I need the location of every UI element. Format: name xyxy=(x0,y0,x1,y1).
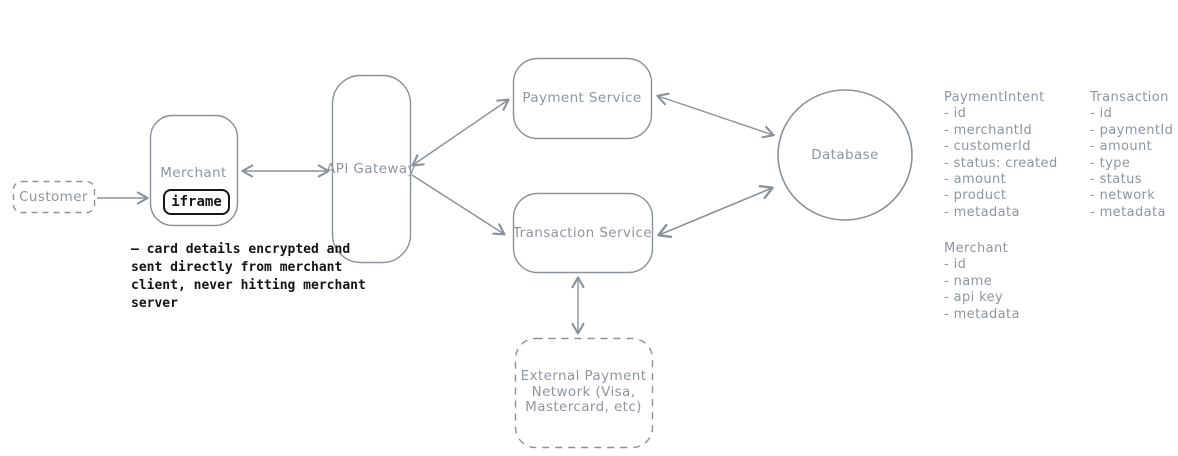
schema-title: Transaction xyxy=(1090,90,1169,105)
schema-item: - status: created xyxy=(944,155,1058,171)
schema-item: - merchantId xyxy=(944,122,1033,138)
schema-merchant[interactable]: Merchant - id - name - api key - metadat… xyxy=(944,241,1020,323)
iframe-label: iframe xyxy=(171,194,222,210)
schema-item: - amount xyxy=(944,172,1007,188)
schema-item: - name xyxy=(944,273,993,289)
schema-item: - status xyxy=(1090,172,1142,188)
arrow-transaction-service-database[interactable] xyxy=(657,185,774,238)
arrow-api-gateway-payment-service[interactable] xyxy=(411,98,510,167)
schema-paymentintent[interactable]: PaymentIntent - id - merchantId - custom… xyxy=(944,90,1058,221)
schema-item: - id xyxy=(1090,106,1113,122)
schema-item: - id xyxy=(944,257,967,273)
external-payment-network-node[interactable] xyxy=(514,337,654,449)
card-details-note[interactable]: – card details encrypted and sent direct… xyxy=(131,242,366,311)
schema-title: PaymentIntent xyxy=(944,90,1045,105)
schema-transaction[interactable]: Transaction - id - paymentId - amount - … xyxy=(1090,90,1173,221)
transaction-service-node[interactable] xyxy=(512,192,654,274)
schema-item: - id xyxy=(944,106,967,122)
arrow-api-gateway-transaction-service[interactable] xyxy=(411,174,506,236)
schema-item: - product xyxy=(944,188,1007,204)
schema-item: - customerId xyxy=(944,139,1031,155)
customer-node[interactable] xyxy=(12,180,96,214)
schema-item: - api key xyxy=(944,290,1004,306)
arrow-payment-service-database[interactable] xyxy=(656,92,775,139)
schema-title: Merchant xyxy=(944,241,1009,256)
schema-item: - metadata xyxy=(944,204,1020,220)
schema-item: - paymentId xyxy=(1090,122,1174,138)
schema-item: - metadata xyxy=(944,306,1020,322)
database-node[interactable] xyxy=(777,89,913,221)
merchant-node[interactable] xyxy=(149,114,239,227)
payment-service-node[interactable] xyxy=(512,57,653,140)
schema-item: - metadata xyxy=(1090,204,1166,220)
schema-item: - amount xyxy=(1090,139,1153,155)
schema-item: - type xyxy=(1090,155,1131,171)
schema-item: - network xyxy=(1090,188,1156,204)
iframe-node[interactable]: iframe xyxy=(163,189,230,215)
api-gateway-node[interactable] xyxy=(331,74,412,264)
